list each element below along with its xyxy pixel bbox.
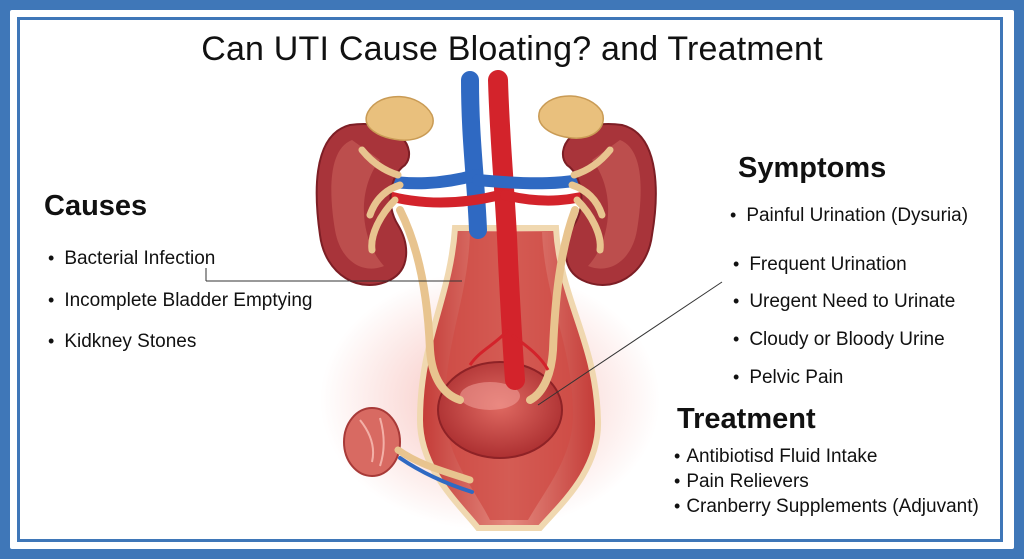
cause-item: Kidkney Stones bbox=[48, 331, 196, 353]
symptom-item: Pelvic Pain bbox=[733, 367, 843, 389]
treatment-heading: Treatment bbox=[677, 403, 816, 435]
symptom-item: Frequent Urination bbox=[733, 254, 906, 276]
left-ureter bbox=[396, 206, 464, 404]
symptoms-leader-line bbox=[537, 281, 723, 406]
vena-cava bbox=[461, 71, 487, 239]
bladder-vessels bbox=[468, 329, 550, 371]
right-ureter bbox=[526, 206, 579, 404]
treatment-item: Antibiotisd Fluid Intake bbox=[674, 446, 877, 468]
left-kidney bbox=[315, 123, 411, 286]
cause-item: Incomplete Bladder Emptying bbox=[48, 290, 312, 312]
aorta bbox=[488, 70, 525, 390]
treatment-item: Cranberry Supplements (Adjuvant) bbox=[674, 496, 979, 518]
bladder bbox=[437, 361, 563, 459]
symptom-item: Cloudy or Bloody Urine bbox=[733, 329, 944, 351]
causes-heading: Causes bbox=[44, 190, 148, 222]
symptom-item: Painful Urination (Dysuria) bbox=[730, 205, 968, 227]
treatment-item: Pain Relievers bbox=[674, 471, 809, 493]
left-adrenal-gland bbox=[365, 95, 434, 141]
symptom-item: Uregent Need to Urinate bbox=[733, 291, 955, 313]
bladder-highlight bbox=[460, 382, 520, 410]
left-renal-artery bbox=[380, 190, 505, 208]
right-adrenal-gland bbox=[538, 95, 604, 139]
symptoms-heading: Symptoms bbox=[738, 152, 887, 184]
right-kidney bbox=[561, 123, 657, 286]
side-organ bbox=[343, 407, 474, 494]
cause-item: Bacterial Infection bbox=[48, 248, 215, 270]
page-title: Can UTI Cause Bloating? and Treatment bbox=[201, 30, 823, 68]
